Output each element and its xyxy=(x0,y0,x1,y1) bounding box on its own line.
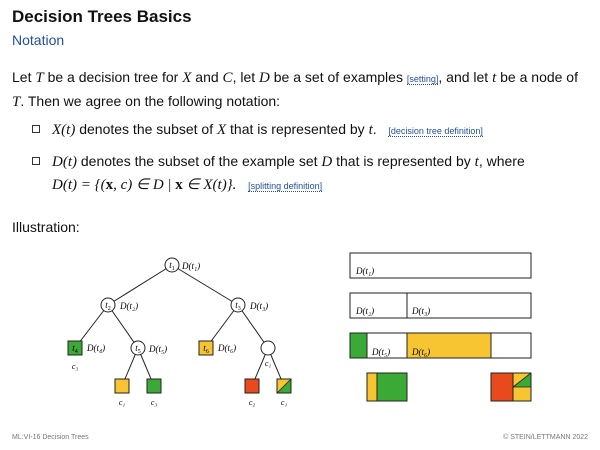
tree-node-unnamed xyxy=(260,340,276,356)
intro-text: be a decision tree for xyxy=(43,69,183,85)
tree-node-t6 xyxy=(198,340,214,356)
bullet-item-dt: D(t) denotes the subset of the example s… xyxy=(32,150,587,197)
set-label-t2: D(t₂) xyxy=(119,301,138,311)
page-title: Decision Trees Basics xyxy=(12,7,192,26)
intro-text: , and let xyxy=(438,69,493,85)
leaf-class: c₁ xyxy=(119,398,126,407)
math-t: t xyxy=(368,122,373,138)
partition-label: D(t₂) xyxy=(355,306,374,316)
tree-node-t1 xyxy=(164,257,180,273)
bullet-text: that is represented by xyxy=(226,121,369,137)
leaf-class: c₃ xyxy=(151,398,158,407)
intro-text: be a node of xyxy=(496,69,578,85)
bullet-text: , where xyxy=(478,153,525,169)
intro-text: . Then we agree on the following notatio… xyxy=(20,93,281,109)
partition-red-leaf xyxy=(490,372,514,402)
tree-edge xyxy=(107,304,139,349)
tree-edge xyxy=(237,304,269,349)
tree-node-t2 xyxy=(100,297,116,313)
partition-label: D(t₁) xyxy=(355,266,374,276)
intro-text: Let xyxy=(12,69,36,85)
node-label-t5: t5 xyxy=(135,343,141,355)
formula-bold-x: x xyxy=(175,177,183,193)
intro-text: , let xyxy=(232,69,260,85)
tree-node-t4 xyxy=(67,340,83,356)
node-class-label: c₁ xyxy=(265,359,272,368)
node-label-t3: t3 xyxy=(235,300,241,312)
node-label-t2: t2 xyxy=(105,300,111,312)
partition-green-block xyxy=(349,332,368,359)
node-label-t4: t4 xyxy=(72,343,78,355)
formula-part: D(t) = {( xyxy=(52,177,106,193)
tree-node-t5 xyxy=(130,340,146,356)
setting-link[interactable]: [setting] xyxy=(406,74,439,85)
bullet-item-xt: X(t) denotes the subset of X that is rep… xyxy=(32,118,587,142)
footer-right: © STEIN/LETTMANN 2022 xyxy=(503,434,588,441)
node-label-t1: t1 xyxy=(169,260,175,272)
leaf-red xyxy=(244,378,260,394)
math-X: X xyxy=(182,70,192,86)
set-label-t5: D(t₅) xyxy=(148,344,167,354)
leaf-class: c₂ xyxy=(249,398,256,407)
partition-row2 xyxy=(349,292,532,319)
formula-bold-x: x xyxy=(105,177,114,193)
intro-text: and xyxy=(191,69,223,85)
tree-edges xyxy=(74,264,285,387)
math-Xt: X(t) xyxy=(52,122,76,138)
set-label-t1: D(t₁) xyxy=(181,261,200,271)
partition-green-leaf xyxy=(376,372,408,402)
math-C: C xyxy=(222,70,233,86)
page-subtitle: Notation xyxy=(12,32,65,48)
tree-node-t3 xyxy=(230,297,246,313)
intro-paragraph: Let T be a decision tree for X and C, le… xyxy=(12,66,590,113)
illustration-label: Illustration: xyxy=(12,219,80,235)
bullet-text: . xyxy=(372,121,377,137)
formula-part: ∈ X(t)}. xyxy=(182,177,237,193)
tree-edge xyxy=(107,264,173,306)
formula-part: , c) ∈ D | xyxy=(113,177,176,193)
set-label-t4: D(t₄) xyxy=(86,343,105,353)
set-label-t6: D(t₆) xyxy=(217,343,236,353)
partition-row1 xyxy=(349,252,532,279)
bullet-text: that is represented by xyxy=(332,153,475,169)
partition-yellow-leaf xyxy=(366,372,378,402)
node-label-t6: t6 xyxy=(203,343,209,355)
partition-label: D(t₅) xyxy=(371,347,390,357)
math-T: T xyxy=(35,70,44,86)
tree-edge xyxy=(171,264,239,306)
math-t: t xyxy=(492,70,497,86)
math-D: D xyxy=(321,154,333,170)
bullet-square-icon xyxy=(32,125,40,133)
partition-yellow-block xyxy=(406,332,492,359)
partition-label: D(t₃) xyxy=(411,306,430,316)
leaf-green xyxy=(146,378,162,394)
leaf-yellow xyxy=(114,378,130,394)
bullet-square-icon xyxy=(32,157,40,165)
partition-label: D(t₆) xyxy=(411,347,430,357)
math-X: X xyxy=(216,122,227,138)
splitting-definition-link[interactable]: [splitting definition] xyxy=(248,181,323,192)
bullet-text: denotes the subset of the example set xyxy=(77,153,322,169)
math-t: t xyxy=(474,154,479,170)
math-Dt: D(t) xyxy=(52,154,77,170)
leaf-class-t4: c₃ xyxy=(72,362,79,371)
set-label-t3: D(t₃) xyxy=(249,301,268,311)
math-D: D xyxy=(259,70,270,86)
decision-tree-definition-link[interactable]: [decision tree definition] xyxy=(388,126,483,137)
math-T: T xyxy=(12,94,21,110)
bullet-text: denotes the subset of xyxy=(75,121,217,137)
footer-left: ML:VI-16 Decision Trees xyxy=(12,434,89,441)
intro-text: be a set of examples xyxy=(269,69,407,85)
leaf-class: c₁ xyxy=(281,398,288,407)
